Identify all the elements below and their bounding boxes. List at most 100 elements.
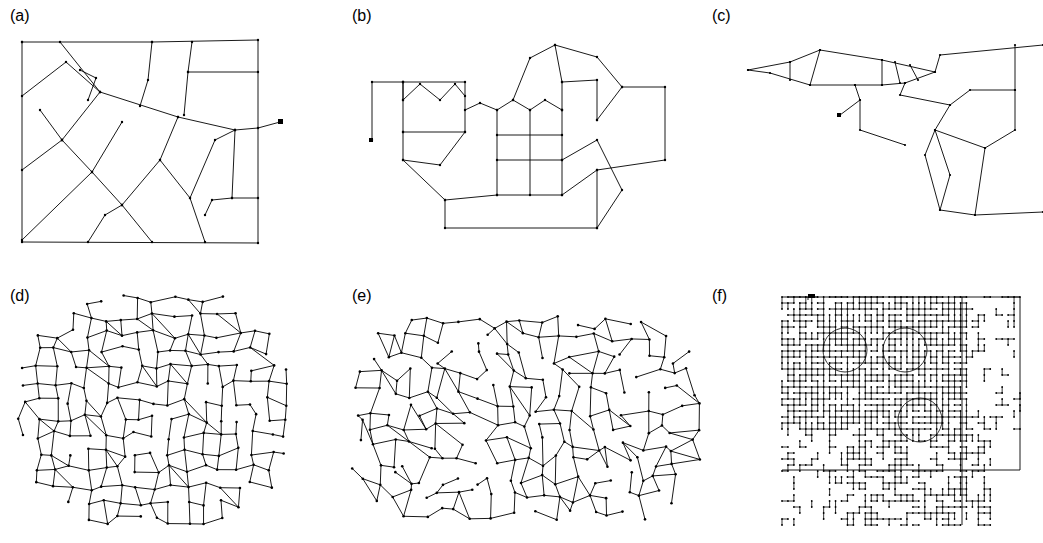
pipe-line: [87, 331, 106, 338]
junction-dot: [106, 402, 109, 405]
pipe-line: [106, 450, 117, 466]
junction-dot: [452, 412, 455, 415]
junction-dot: [120, 366, 123, 369]
pipe-line: [37, 469, 55, 471]
pipe-line: [823, 315, 824, 321]
junction-dot: [134, 486, 137, 489]
pipe-line: [812, 399, 818, 400]
pipe-line: [859, 351, 865, 352]
pipe-line: [135, 487, 155, 489]
pipe-line: [236, 313, 241, 333]
pipe-line: [830, 405, 836, 406]
junction-dot: [648, 338, 651, 341]
junction-dot: [553, 362, 556, 365]
junction-dot: [529, 109, 531, 111]
pipe-line: [38, 335, 40, 347]
junction-dot: [236, 364, 239, 367]
junction-dot: [476, 397, 479, 400]
pipe-line: [573, 447, 600, 451]
pipe-line: [250, 347, 274, 365]
pipe-line: [142, 366, 156, 369]
junction-dot: [267, 469, 270, 472]
pipe-line: [573, 457, 578, 476]
pipe-line: [250, 405, 256, 415]
junction-dot: [436, 407, 439, 410]
pipe-line: [204, 423, 207, 433]
pipe-line: [123, 346, 139, 349]
pipe-line: [60, 42, 280, 130]
junction-dot: [623, 391, 626, 394]
pipe-line: [269, 365, 274, 381]
junction-dot: [894, 61, 896, 63]
junction-dot: [461, 443, 464, 446]
pipe-line: [787, 375, 788, 381]
junction-dot: [577, 475, 580, 478]
pipe-line: [829, 435, 830, 441]
pipe-line: [859, 357, 865, 358]
pipe-line: [883, 399, 884, 405]
junction-dot: [561, 194, 563, 196]
pipe-line: [883, 423, 889, 424]
junction-dot: [99, 91, 101, 93]
pipe-line: [557, 316, 559, 336]
junction-dot: [596, 119, 598, 121]
junction-dot: [56, 365, 59, 368]
pipe-line: [883, 429, 889, 430]
pipe-line: [811, 369, 812, 375]
pipe-line: [117, 516, 140, 517]
pipe-line: [794, 411, 800, 412]
pipe-line: [883, 399, 889, 400]
pipe-line: [542, 466, 544, 475]
pipe-line: [818, 309, 824, 310]
junction-dot: [554, 44, 556, 46]
pipe-line: [877, 513, 878, 519]
pipe-line: [105, 450, 107, 468]
junction-dot: [590, 386, 593, 389]
junction-dot: [183, 448, 186, 451]
pipe-line: [378, 333, 389, 357]
junction-dot: [119, 502, 122, 505]
pipe-line: [799, 399, 800, 405]
junction-dot: [598, 449, 601, 452]
junction-dot: [202, 432, 205, 435]
pipe-line: [829, 321, 830, 327]
pipe-line: [853, 375, 854, 381]
pipe-line: [812, 351, 818, 352]
pipe-line: [18, 402, 25, 419]
pipe-line: [412, 318, 427, 320]
junction-dot: [105, 434, 108, 437]
pipe-line: [865, 387, 866, 393]
junction-dot: [819, 49, 821, 51]
junction-dot: [648, 354, 651, 357]
junction-dot: [464, 95, 466, 97]
pipe-line: [89, 490, 92, 504]
pipe-line: [935, 45, 1043, 72]
pipe-line: [673, 352, 689, 364]
junction-dot: [255, 413, 258, 416]
pipe-line: [361, 420, 363, 440]
junction-dot: [469, 411, 472, 414]
pipe-line: [859, 483, 860, 489]
pipe-line: [653, 474, 676, 476]
junction-dot: [402, 131, 404, 133]
pipe-line: [122, 485, 135, 487]
pipe-line: [677, 386, 700, 404]
pipe-line: [883, 357, 884, 363]
pipe-line: [185, 450, 203, 455]
pipe-line: [443, 479, 458, 485]
junction-dot: [476, 483, 479, 486]
junction-dot: [219, 486, 222, 489]
pipe-line: [805, 333, 806, 339]
pipe-line: [800, 375, 806, 376]
pipe-line: [782, 369, 788, 370]
junction-dot: [486, 477, 489, 480]
pipe-line: [72, 313, 74, 330]
junction-dot: [116, 465, 119, 468]
pipe-line: [269, 470, 272, 487]
pipe-line: [805, 393, 806, 399]
pipe-line: [806, 387, 812, 388]
junction-dot: [359, 370, 362, 373]
junction-dot: [769, 72, 771, 74]
pipe-line: [805, 423, 806, 429]
pipe-line: [824, 411, 830, 412]
